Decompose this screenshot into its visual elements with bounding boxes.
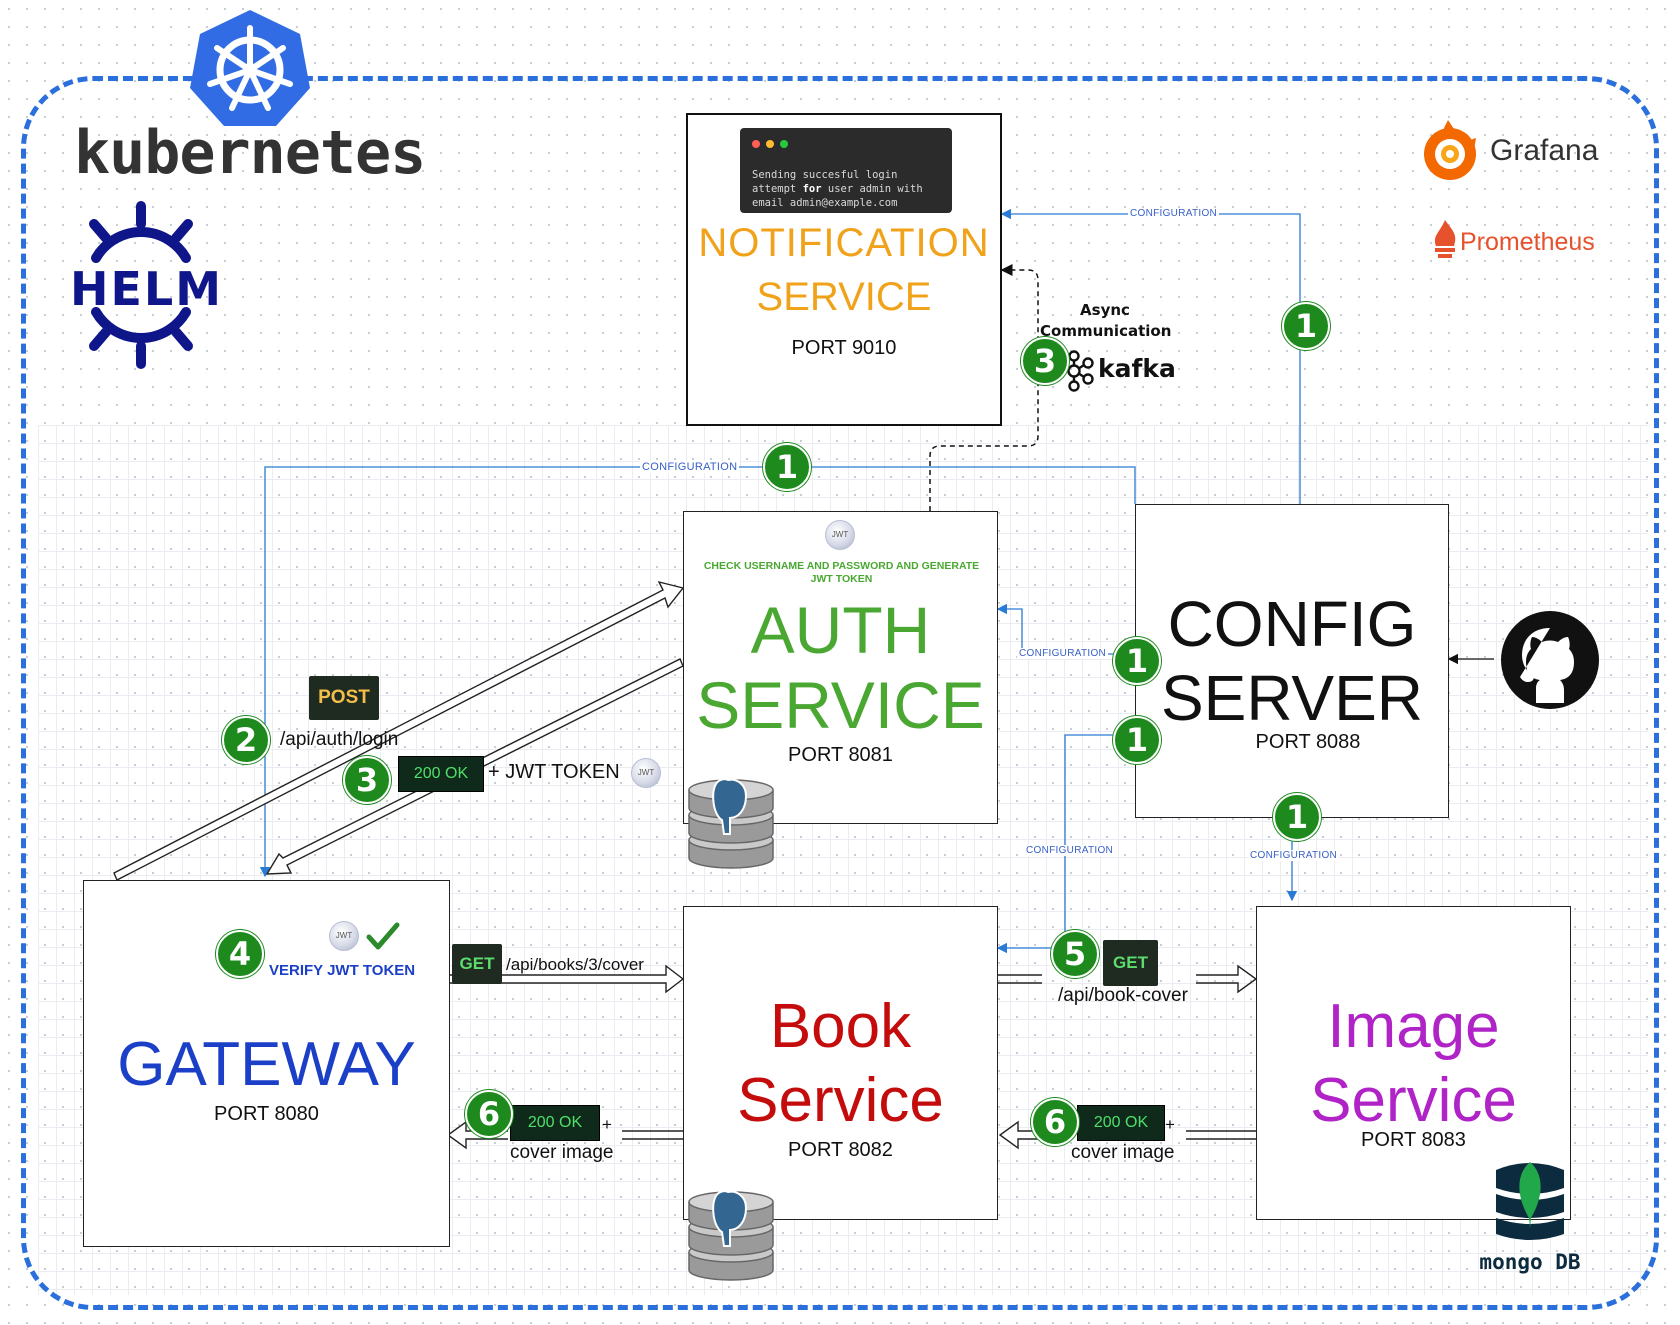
postgresql-database-icon <box>688 1190 774 1281</box>
grafana-label: Grafana <box>1490 134 1599 167</box>
gateway-title: GATEWAY <box>117 1030 416 1099</box>
step-3-badge: 3 <box>1021 337 1069 385</box>
auth-service-box: JWT CHECK USERNAME AND PASSWORD AND GENE… <box>683 511 998 824</box>
image-title-line1: Image <box>1327 992 1500 1061</box>
step-6-badge: 6 <box>465 1090 513 1138</box>
prometheus-icon <box>1434 220 1456 258</box>
auth-title-line1: AUTH <box>750 593 931 667</box>
terminal-close-dot <box>752 140 760 148</box>
step-5-badge: 5 <box>1051 930 1099 978</box>
book-title-line1: Book <box>769 992 912 1061</box>
notification-title-line2: SERVICE <box>756 275 932 319</box>
helm-icon <box>89 201 193 369</box>
post-method-badge: POST <box>309 676 379 720</box>
kubernetes-cluster-boundary <box>21 76 1659 1310</box>
book-title-line2: Service <box>737 1066 944 1135</box>
configuration-label: CONFIGURATION <box>1248 850 1340 861</box>
gateway-port: PORT 8080 <box>214 1103 319 1125</box>
auth-caption: CHECK USERNAME AND PASSWORD AND GENERATE… <box>703 560 980 585</box>
notification-title-line1: NOTIFICATION <box>698 221 990 265</box>
jwt-icon: JWT <box>329 921 359 951</box>
step-2-badge: 2 <box>222 716 270 764</box>
terminal-window: Sending succesful login attempt for user… <box>740 128 952 213</box>
gateway-box: JWT VERIFY JWT TOKEN GATEWAY PORT 8080 <box>83 880 450 1247</box>
step-3-badge: 3 <box>343 756 391 804</box>
image-title-line2: Service <box>1310 1066 1517 1135</box>
mongodb-label: mongo DB <box>1479 1250 1581 1274</box>
config-title-line1: CONFIG <box>1167 588 1417 660</box>
kubernetes-icon <box>190 10 310 126</box>
step-1-badge: 1 <box>1113 637 1161 685</box>
book-cover-path-label: /api/book-cover <box>1058 985 1188 1006</box>
step-1-badge: 1 <box>1273 793 1321 841</box>
postgresql-database-icon <box>688 778 774 869</box>
configuration-label: CONFIGURATION <box>1017 648 1109 659</box>
configuration-label: CONFIGURATION <box>640 461 740 473</box>
configuration-label: CONFIGURATION <box>1024 845 1116 856</box>
kafka-icon <box>1067 350 1094 392</box>
terminal-maximize-dot <box>780 140 788 148</box>
config-to-book-line <box>996 734 1135 954</box>
kafka-label: kafka <box>1098 354 1176 383</box>
auth-title-line2: SERVICE <box>696 668 985 742</box>
step-4-badge: 4 <box>216 930 264 978</box>
image-port: PORT 8083 <box>1361 1129 1466 1151</box>
config-to-notification-line <box>1000 208 1301 504</box>
get-method-badge: GET <box>452 944 502 984</box>
ok-response-badge: 200 OK <box>1077 1105 1165 1141</box>
step-1-badge: 1 <box>763 443 811 491</box>
github-icon <box>1501 611 1599 709</box>
auth-port: PORT 8081 <box>788 744 893 766</box>
mongodb-icon <box>1496 1162 1564 1240</box>
get-method-badge: GET <box>1103 940 1158 986</box>
plus-label: + <box>602 1115 612 1134</box>
book-port: PORT 8082 <box>788 1139 893 1161</box>
plus-label: + <box>1165 1115 1175 1134</box>
jwt-icon: JWT <box>631 758 661 788</box>
grafana-icon <box>1424 120 1476 180</box>
book-service-box: Book Service PORT 8082 <box>683 906 998 1220</box>
step-1-badge: 1 <box>1282 302 1330 350</box>
helm-wordmark: HELM <box>70 262 224 316</box>
login-path-label: /api/auth/login <box>280 729 399 750</box>
config-port: PORT 8088 <box>1255 731 1361 753</box>
step-6-badge: 6 <box>1031 1098 1079 1146</box>
jwt-icon: JWT <box>825 520 855 550</box>
configuration-label: CONFIGURATION <box>1128 208 1220 219</box>
verify-jwt-label: VERIFY JWT TOKEN <box>269 962 416 979</box>
notification-port: PORT 9010 <box>791 337 897 359</box>
terminal-minimize-dot <box>766 140 774 148</box>
books-cover-path-label: /api/books/3/cover <box>506 955 644 974</box>
ok-response-badge: 200 OK <box>398 756 484 792</box>
ok-response-badge: 200 OK <box>510 1105 600 1141</box>
gateway-to-auth-arrow <box>113 580 685 881</box>
cover-image-label: cover image <box>1071 1142 1175 1163</box>
prometheus-label: Prometheus <box>1460 228 1595 256</box>
checkmark-icon <box>366 922 400 950</box>
config-title-line2: SERVER <box>1160 662 1424 734</box>
cover-image-label: cover image <box>510 1142 614 1163</box>
jwt-token-label: + JWT TOKEN <box>488 761 620 783</box>
terminal-log: Sending succesful login attempt for user… <box>752 169 923 209</box>
step-1-badge: 1 <box>1113 716 1161 764</box>
notification-service-box: Sending succesful login attempt for user… <box>686 113 1002 426</box>
kubernetes-wordmark: kubernetes <box>74 118 426 188</box>
config-server-box: CONFIG SERVER PORT 8088 <box>1135 504 1449 818</box>
async-label: Async Communication <box>1040 301 1172 340</box>
